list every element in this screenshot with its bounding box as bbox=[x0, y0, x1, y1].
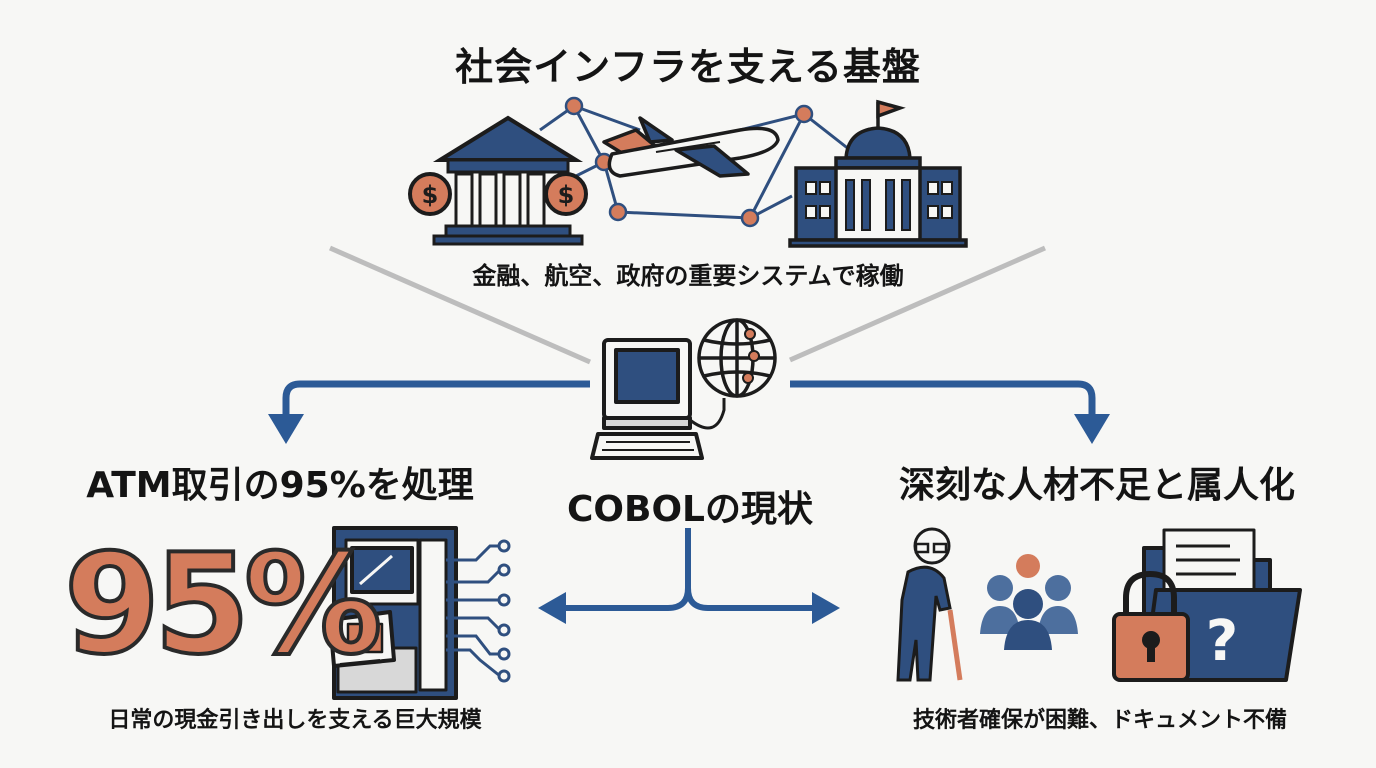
arrow-to-left bbox=[282, 380, 590, 418]
bracket-arrow-head-left bbox=[538, 592, 566, 624]
network-node-icon bbox=[742, 328, 760, 384]
svg-text:$: $ bbox=[558, 181, 575, 209]
lock-icon bbox=[1112, 570, 1190, 682]
arrow-head-left bbox=[268, 414, 304, 444]
svg-text:$: $ bbox=[422, 181, 439, 209]
airplane-icon bbox=[602, 116, 780, 178]
network-node-icon bbox=[497, 539, 511, 683]
elderly-person-icon bbox=[896, 527, 963, 682]
arrow-to-right bbox=[790, 380, 1096, 418]
computer-icon bbox=[590, 338, 704, 460]
bracket-arrow bbox=[560, 528, 818, 611]
left-heading: ATM取引の95%を処理 bbox=[86, 465, 474, 506]
gray-line-left bbox=[328, 245, 592, 365]
globe-icon bbox=[689, 318, 777, 430]
people-group-icon bbox=[980, 554, 1078, 650]
top-title: 社会インフラを支える基盤 bbox=[455, 45, 921, 89]
top-subtitle: 金融、航空、政府の重要システムで稼働 bbox=[472, 262, 904, 290]
right-heading: 深刻な人材不足と属人化 bbox=[898, 465, 1295, 506]
bracket-arrow-head-right bbox=[812, 592, 840, 624]
dollar-coin-icon: $ bbox=[408, 172, 452, 216]
arrow-head-right bbox=[1074, 414, 1110, 444]
big-percentage: 95% bbox=[62, 522, 384, 687]
right-caption: 技術者確保が困難、ドキュメント不備 bbox=[912, 708, 1287, 733]
circuit-icon bbox=[446, 544, 502, 678]
bank-icon bbox=[432, 115, 584, 246]
government-building-icon bbox=[788, 99, 968, 248]
left-caption: 日常の現金引き出しを支える巨大規模 bbox=[108, 708, 482, 733]
gray-line-right bbox=[788, 245, 1047, 363]
center-label: COBOLの現状 bbox=[566, 489, 813, 530]
question-mark-icon: ? bbox=[1206, 609, 1238, 674]
atm-icon bbox=[328, 526, 458, 700]
dollar-coin-icon: $ bbox=[544, 172, 588, 216]
